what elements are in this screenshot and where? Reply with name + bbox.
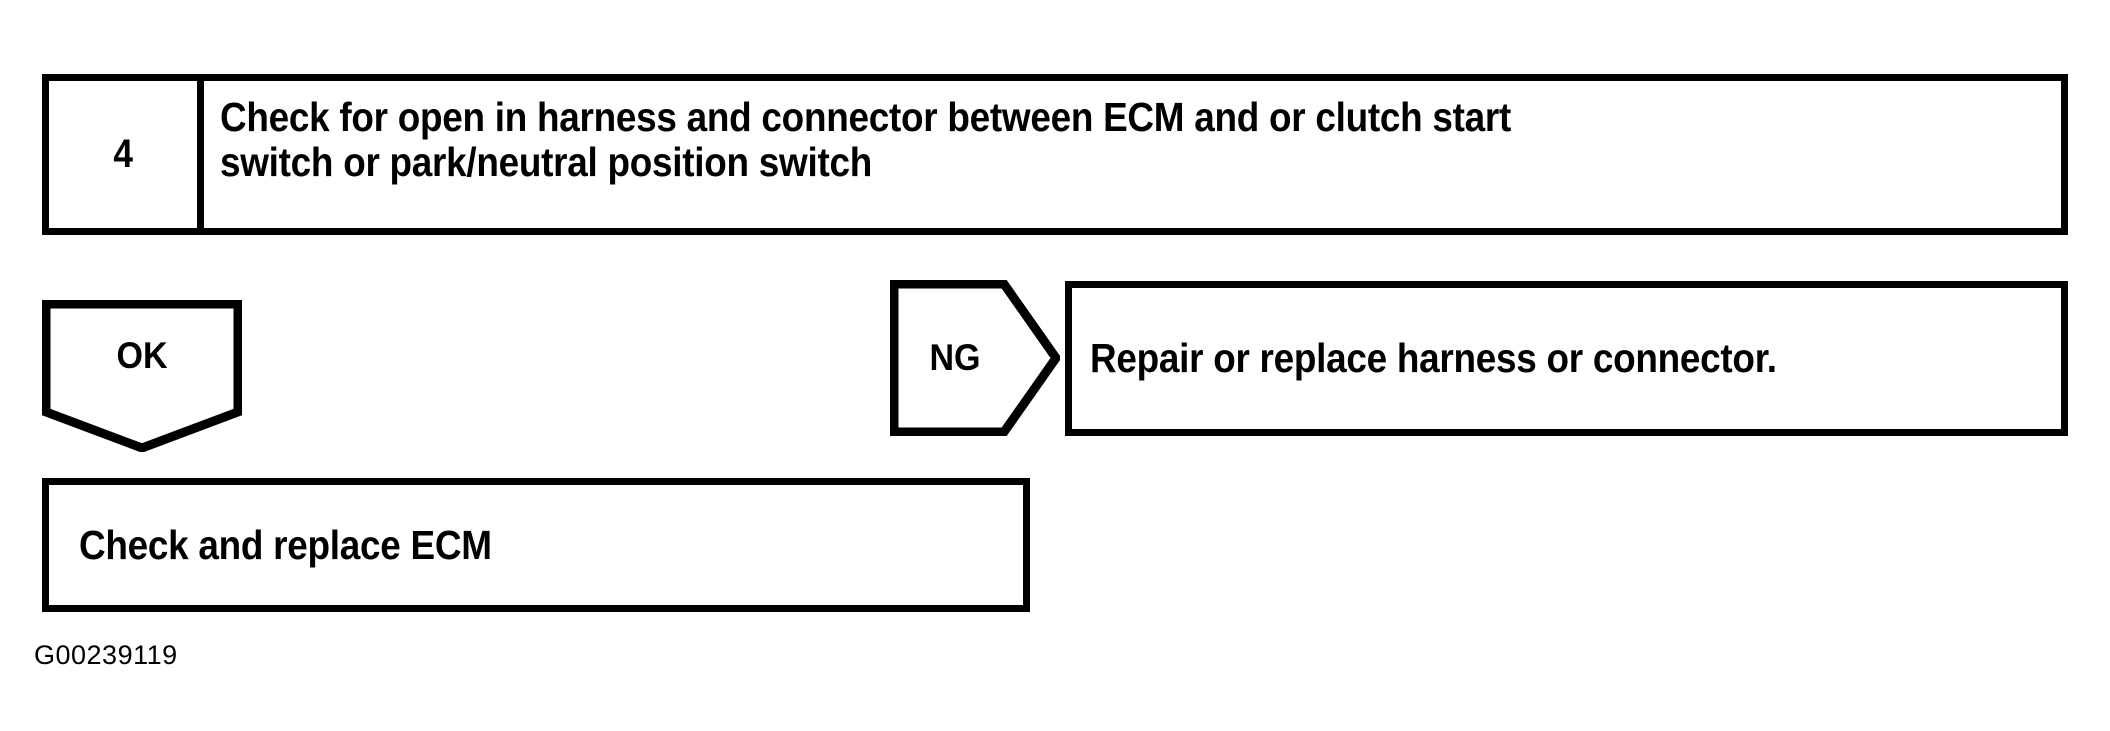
figure-caption: G00239119 — [34, 640, 178, 670]
step-instruction-box: 4 Check for open in harness and connecto… — [42, 74, 2068, 235]
ok-outcome-box: Check and replace ECM — [42, 478, 1030, 612]
ng-outcome-box: Repair or replace harness or connector. — [1065, 281, 2068, 436]
step-text-line-1: Check for open in harness and connector … — [220, 94, 1512, 140]
step-number: 4 — [113, 132, 133, 176]
ng-arrow-shape — [890, 280, 1060, 436]
ok-arrow-shape — [42, 300, 242, 452]
step-text-cell: Check for open in harness and connector … — [204, 81, 2061, 228]
ok-outcome-text: Check and replace ECM — [79, 521, 492, 568]
ng-branch-arrow — [890, 280, 1060, 436]
step-text-line-2: switch or park/neutral position switch — [220, 139, 873, 185]
ok-branch-arrow — [42, 300, 242, 452]
step-number-cell: 4 — [49, 81, 204, 228]
ng-outcome-text: Repair or replace harness or connector. — [1090, 335, 1777, 381]
